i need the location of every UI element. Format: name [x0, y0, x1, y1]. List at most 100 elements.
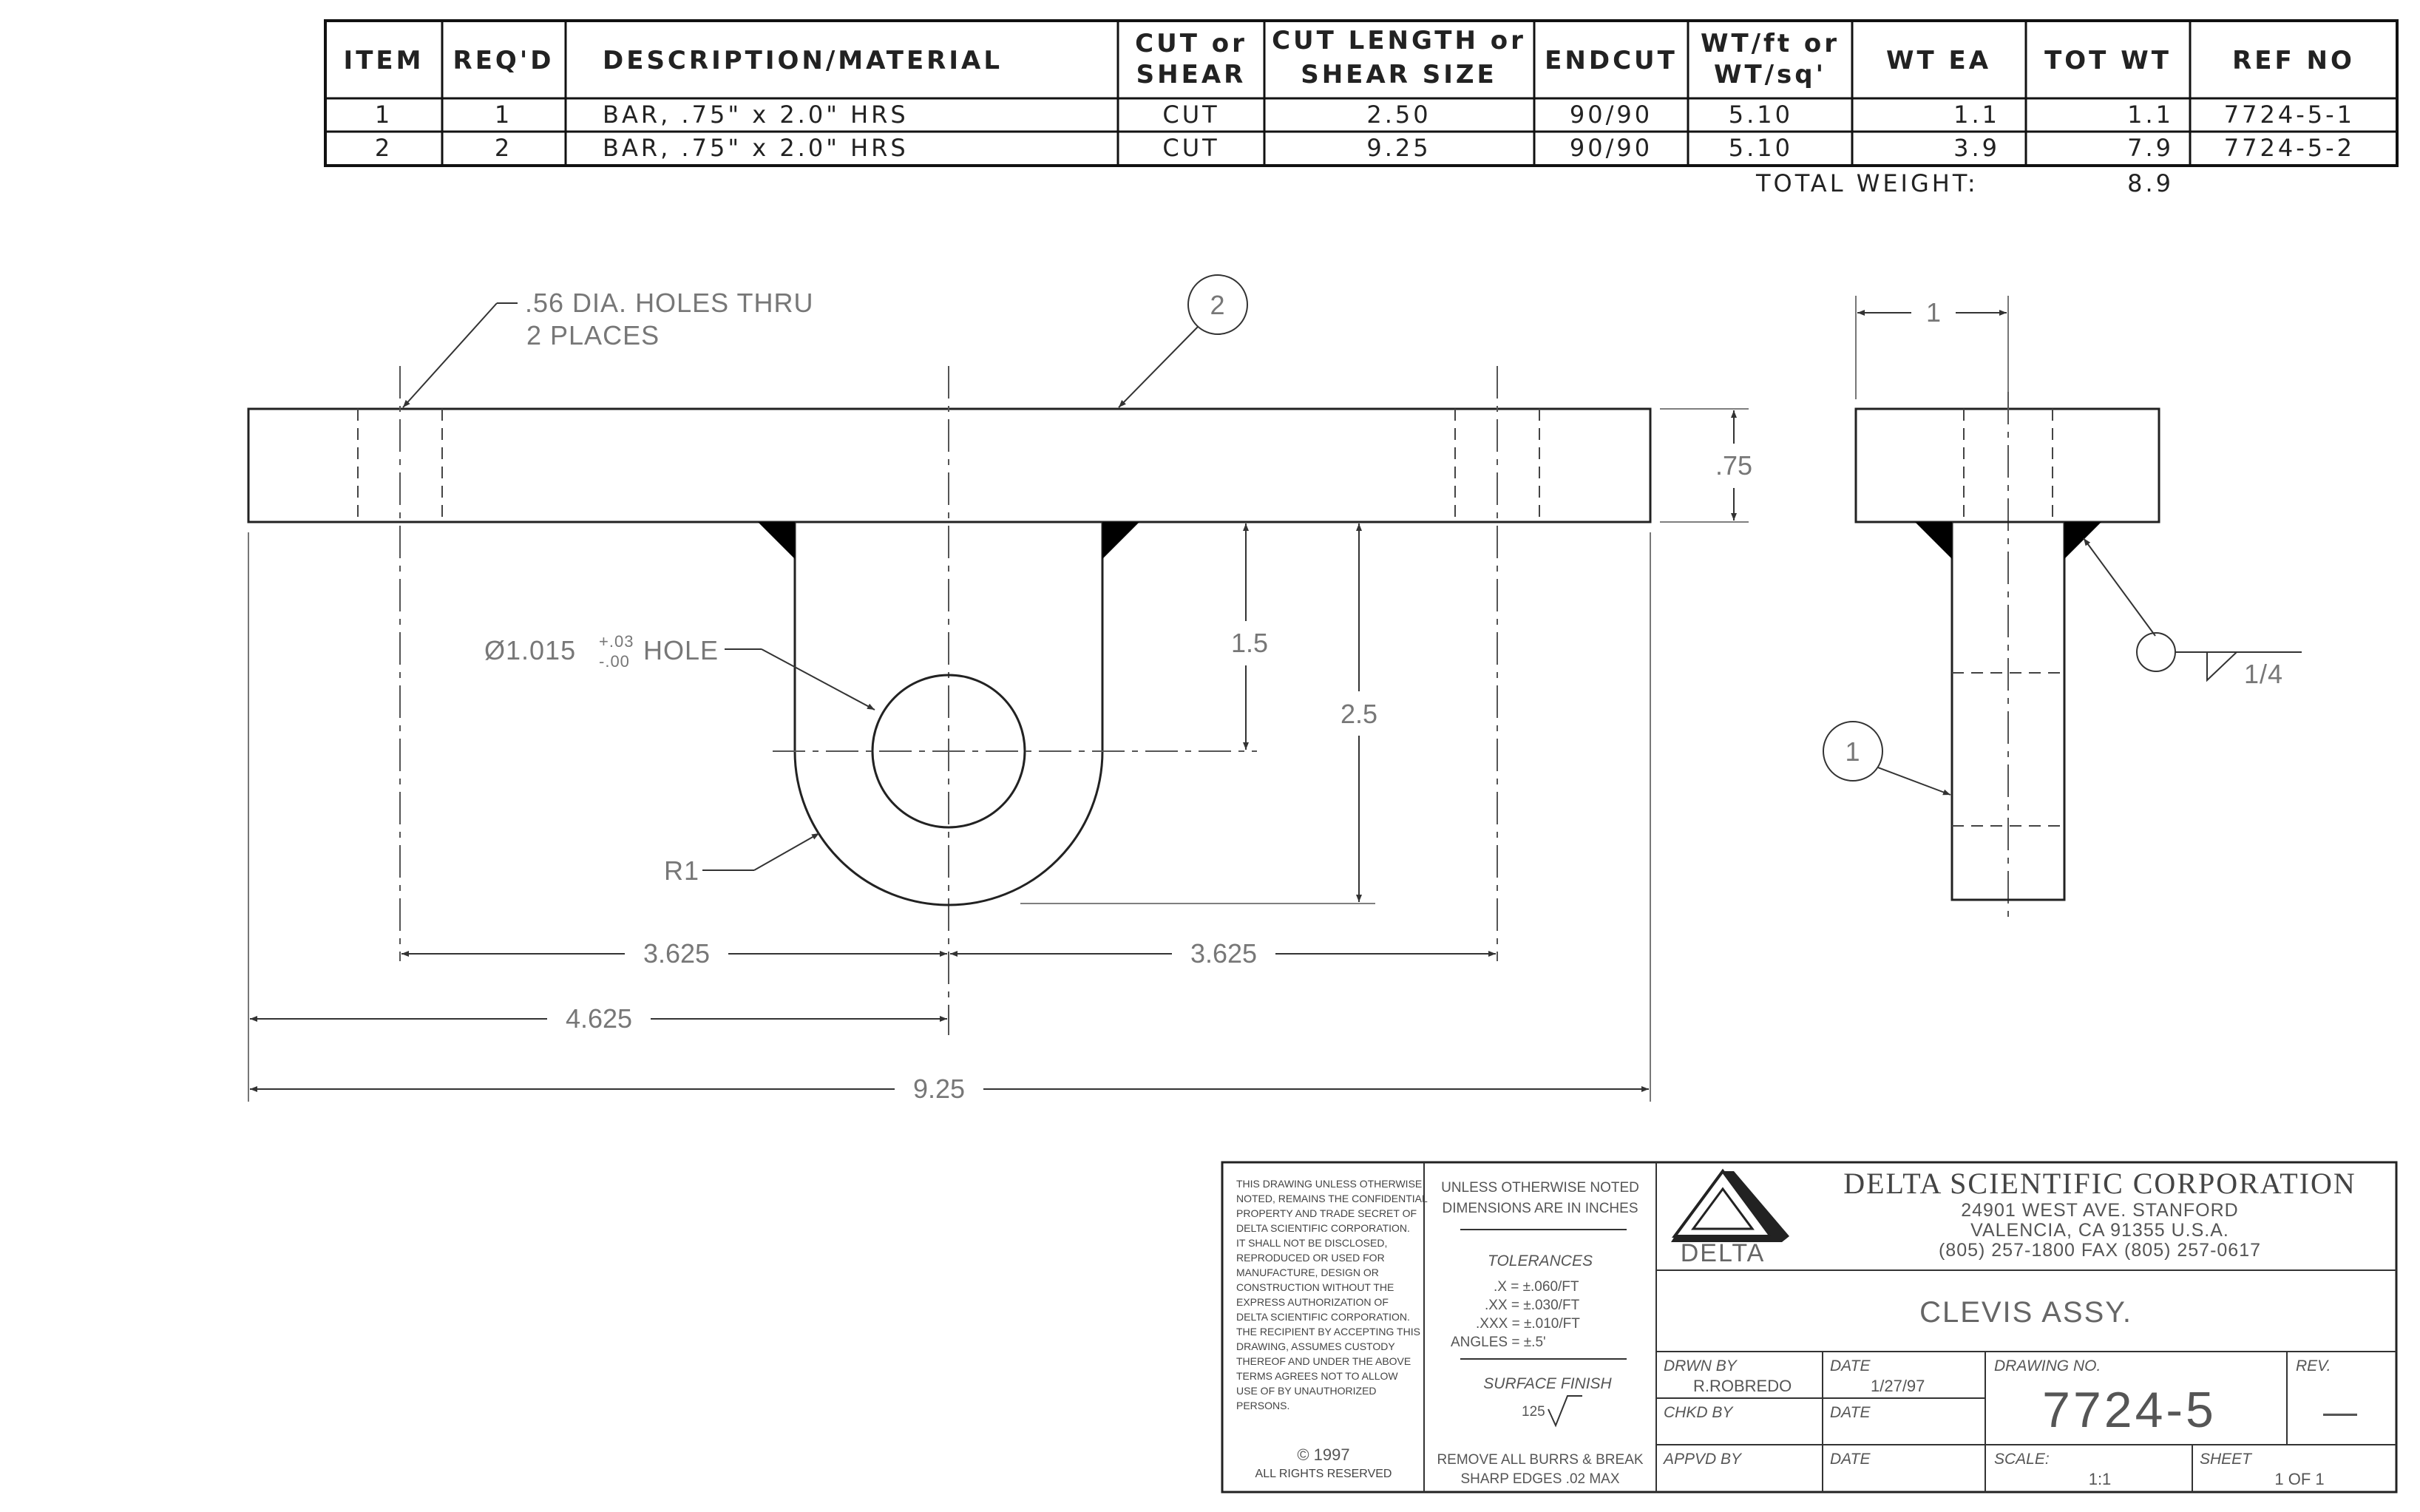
weld-symbol: 1/4	[2083, 538, 2302, 689]
dim-3-625-right: 3.625	[1190, 938, 1257, 969]
proprietary-line: PERSONS.	[1236, 1400, 1289, 1411]
row-description: BAR, .75" x 2.0" HRS	[603, 134, 909, 162]
header-item: ITEM	[344, 46, 424, 75]
side-view: 1 1/4 1	[1823, 296, 2302, 924]
drawn-date-label: DATE	[1830, 1357, 1871, 1374]
clevis-plate-item-1	[793, 522, 1104, 906]
sheet-label: SHEET	[2200, 1451, 2253, 1468]
header-weight-line1: WT/ft or	[1701, 29, 1840, 58]
dim-3-625-left: 3.625	[643, 938, 710, 969]
row-wt-ea: 1.1	[1953, 101, 2000, 129]
logo-text: DELTA	[1681, 1239, 1766, 1267]
proprietary-line: THIS DRAWING UNLESS OTHERWISE	[1236, 1178, 1422, 1190]
dim-9-25: 9.25	[913, 1074, 965, 1104]
copyright: © 1997	[1297, 1445, 1349, 1464]
note-holes-line1: .56 DIA. HOLES THRU	[525, 288, 813, 318]
proprietary-line: CONSTRUCTION WITHOUT THE	[1236, 1281, 1394, 1293]
bill-of-materials: ITEM REQ'D DESCRIPTION/MATERIAL CUT or S…	[324, 19, 2399, 197]
balloon-1-label: 1	[1845, 736, 1860, 767]
drawn-by-label: DRWN BY	[1664, 1357, 1738, 1374]
row-reqd: 2	[495, 134, 512, 162]
proprietary-line: PROPERTY AND TRADE SECRET OF	[1236, 1207, 1417, 1219]
burrs-note-line2: SHARP EDGES .02 MAX	[1460, 1471, 1619, 1487]
tolerances-label: TOLERANCES	[1488, 1252, 1593, 1269]
total-weight-label: TOTAL WEIGHT:	[1755, 169, 1979, 197]
row-cut: CUT	[1162, 134, 1219, 162]
surface-finish-icon	[1548, 1395, 1582, 1428]
dim-2-5: 2.5	[1341, 699, 1377, 729]
drawn-date-value: 1/27/97	[1871, 1377, 1925, 1395]
scale-label: SCALE:	[1994, 1451, 2050, 1468]
total-weight-value: 8.9	[2127, 169, 2174, 197]
rev-label: REV.	[2296, 1357, 2331, 1374]
dim-side-width: 1	[1926, 297, 1941, 328]
dim-1-5: 1.5	[1231, 628, 1268, 658]
proprietary-line: IT SHALL NOT BE DISCLOSED,	[1236, 1237, 1387, 1249]
balloon-2-label: 2	[1210, 290, 1225, 320]
balloon-2: 2	[1187, 274, 1248, 335]
company-address-1: 24901 WEST AVE. STANFORD	[1961, 1200, 2239, 1221]
note-holes-line2: 2 PLACES	[526, 320, 660, 350]
tolerance-xxx: .XXX = ±.010/FT	[1476, 1316, 1580, 1332]
row-endcut: 90/90	[1570, 101, 1653, 129]
side-plate	[1950, 521, 2066, 901]
proprietary-line: DELTA SCIENTIFIC CORPORATION.	[1236, 1311, 1410, 1323]
proprietary-line: EXPRESS AUTHORIZATION OF	[1236, 1296, 1389, 1308]
row-endcut: 90/90	[1570, 134, 1653, 162]
row-wt-ft: 5.10	[1729, 134, 1793, 162]
approved-by-label: APPVD BY	[1662, 1451, 1743, 1468]
header-description: DESCRIPTION/MATERIAL	[603, 46, 1003, 75]
side-weld-right	[2064, 522, 2101, 559]
row-item: 2	[375, 134, 393, 162]
company-name: DELTA SCIENTIFIC CORPORATION	[1843, 1167, 2356, 1200]
drawing-no-label: DRAWING NO.	[1994, 1357, 2101, 1374]
header-cut-line2: SHEAR	[1136, 60, 1247, 89]
tolerance-xx: .XX = ±.030/FT	[1485, 1298, 1580, 1313]
rev-value: —	[2323, 1392, 2360, 1431]
hole-tol-plus: +.03	[599, 632, 634, 651]
checked-by-label: CHKD BY	[1664, 1404, 1734, 1421]
weld-fillet-right	[1102, 522, 1139, 559]
clevis-hole	[871, 674, 1026, 829]
row-tot-wt: 7.9	[2127, 134, 2174, 162]
weld-fillet-left	[758, 522, 795, 559]
header-ref-no: REF NO	[2232, 46, 2355, 75]
burrs-note-line1: REMOVE ALL BURRS & BREAK	[1437, 1452, 1643, 1468]
tolerance-x: .X = ±.060/FT	[1494, 1279, 1579, 1295]
header-cut-line1: CUT or	[1135, 29, 1247, 58]
title-block: THIS DRAWING UNLESS OTHERWISE NOTED, REM…	[1221, 1161, 2398, 1494]
scale-value: 1:1	[2089, 1470, 2112, 1488]
company-address-2: VALENCIA, CA 91355 U.S.A.	[1970, 1220, 2229, 1241]
proprietary-line: THE RECIPIENT BY ACCEPTING THIS	[1236, 1326, 1420, 1338]
front-view: .75 1.5 2.5 3.625 3.625 4.625 9.25 .56 D…	[247, 274, 1752, 1104]
proprietary-line: THEREOF AND UNDER THE ABOVE	[1236, 1355, 1411, 1367]
side-weld-left	[1915, 522, 1952, 559]
radius-label: R1	[664, 855, 699, 886]
company-phone: (805) 257-1800 FAX (805) 257-0617	[1939, 1240, 2261, 1261]
surface-finish-label: SURFACE FINISH	[1483, 1375, 1612, 1392]
hole-note: Ø1.015 +.03 -.00 HOLE	[484, 632, 719, 671]
sheet-value: 1 OF 1	[2274, 1470, 2324, 1488]
checked-date-label: DATE	[1830, 1404, 1871, 1421]
row-wt-ft: 5.10	[1729, 101, 1793, 129]
proprietary-line: DELTA SCIENTIFIC CORPORATION.	[1236, 1222, 1410, 1234]
surface-finish-value: 125	[1522, 1404, 1545, 1420]
proprietary-line: DRAWING, ASSUMES CUSTODY	[1236, 1340, 1395, 1352]
table-row: 2 2 BAR, .75" x 2.0" HRS CUT 9.25 90/90 …	[375, 134, 2352, 162]
tolerance-angles: ANGLES = ±.5'	[1451, 1335, 1546, 1350]
proprietary-line: USE OF BY UNAUTHORIZED	[1236, 1385, 1377, 1397]
header-length-line1: CUT LENGTH or	[1272, 26, 1526, 55]
proprietary-line: REPRODUCED OR USED FOR	[1236, 1252, 1385, 1264]
dim-thickness: .75	[1715, 450, 1752, 481]
proprietary-line: TERMS AGREES NOT TO ALLOW	[1236, 1370, 1398, 1382]
balloon-1: 1	[1823, 721, 1883, 782]
row-wt-ea: 3.9	[1953, 134, 2000, 162]
units-note-line2: DIMENSIONS ARE IN INCHES	[1443, 1201, 1638, 1216]
header-weight-line2: WT/sq'	[1714, 60, 1826, 89]
row-description: BAR, .75" x 2.0" HRS	[603, 101, 909, 129]
row-cut: CUT	[1162, 101, 1219, 129]
hole-note-suffix: HOLE	[643, 635, 719, 665]
header-wt-ea: WT EA	[1886, 46, 1991, 75]
row-length: 2.50	[1366, 101, 1431, 129]
